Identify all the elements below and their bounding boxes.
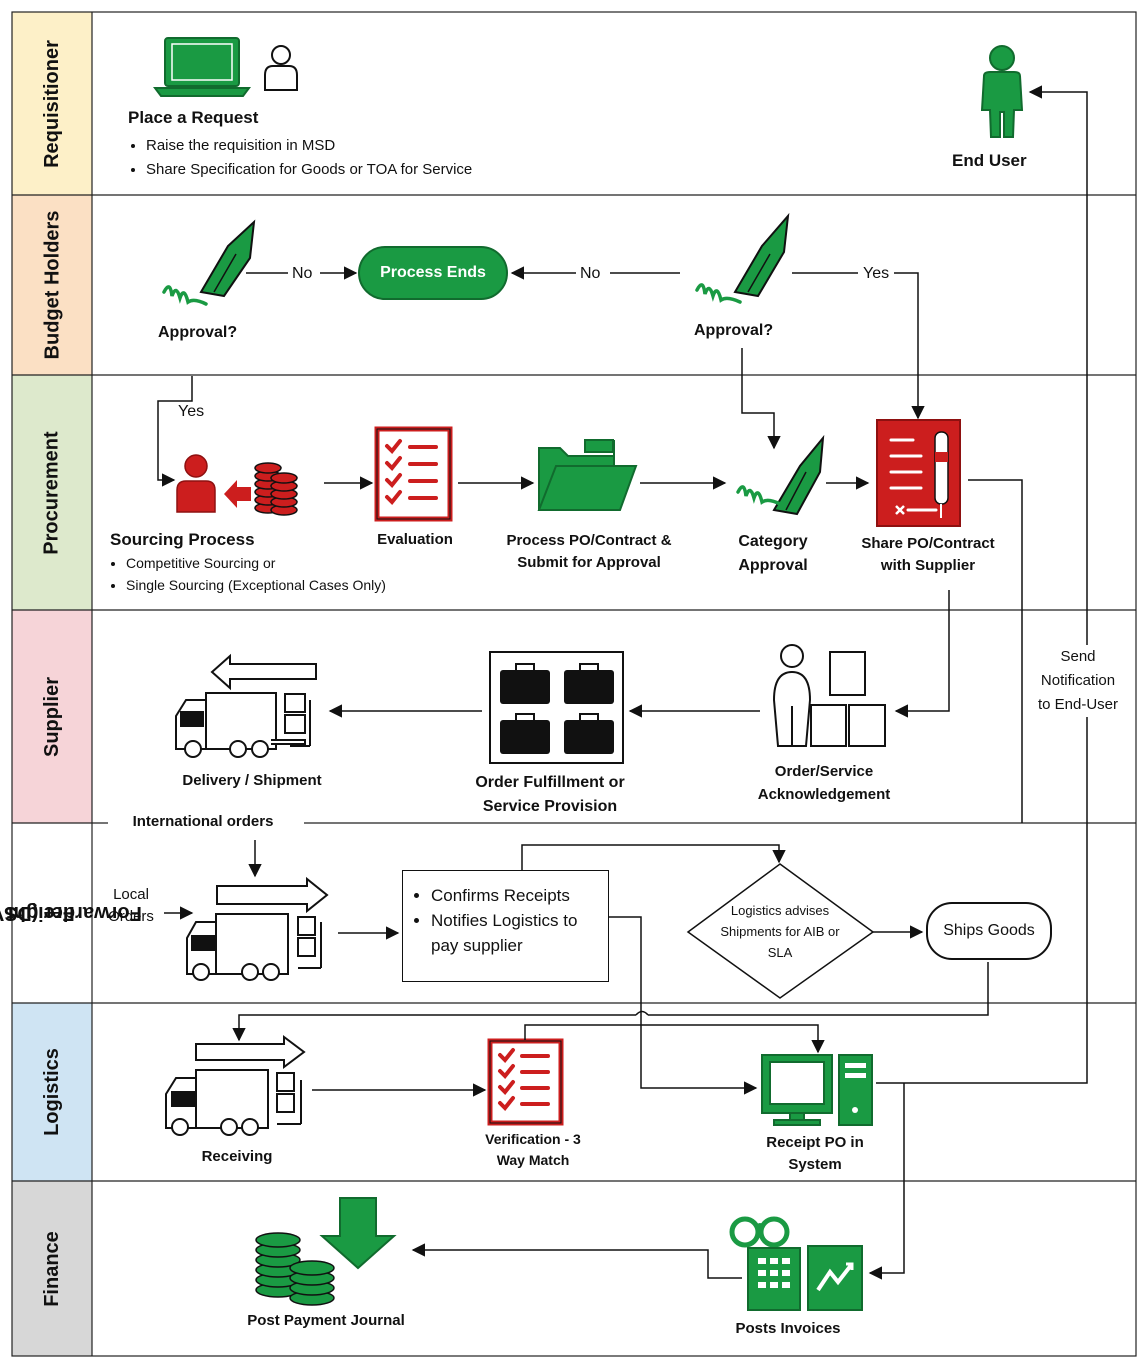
laptop-icon [153, 37, 251, 97]
checklist-icon-verification [487, 1038, 564, 1126]
contract-document-icon [876, 419, 961, 527]
receiving-truck-icon [165, 1035, 306, 1136]
pen-signature-icon-left [162, 219, 256, 306]
international-orders-label: International orders [132, 813, 274, 830]
request-bullet-1: Raise the requisition in MSD [146, 134, 472, 158]
arrow-left-red-icon [224, 480, 251, 508]
approval-label-left: Approval? [158, 324, 238, 341]
place-request-title: Place a Request [128, 108, 259, 127]
confirms-receipts-box: Confirms Receipts Notifies Logistics to … [402, 870, 609, 982]
decision-diamond [686, 863, 875, 999]
end-user-icon [980, 45, 1024, 138]
receiving-label: Receiving [201, 1148, 273, 1165]
connectors [157, 85, 1088, 1280]
checklist-icon-evaluation [374, 426, 453, 522]
lane-label-finance: Finance [40, 1230, 63, 1307]
lane-label-logistics: Logistics [41, 1048, 64, 1136]
sourcing-bullet-2: Single Sourcing (Exceptional Cases Only) [126, 574, 386, 596]
sourcing-bullets: Competitive Sourcing or Single Sourcing … [108, 552, 386, 596]
evaluation-label: Evaluation [377, 531, 453, 548]
process-po-label: Process PO/Contract &Submit for Approval [506, 532, 672, 571]
approval-label-right: Approval? [694, 322, 774, 339]
folder-icon [537, 439, 638, 511]
no-label-right: No [580, 265, 601, 282]
delivery-truck-icon [175, 653, 317, 758]
receipts-bullet-2: Notifies Logistics to pay supplier [431, 908, 600, 958]
request-bullets: Raise the requisition in MSD Share Speci… [128, 134, 472, 182]
lane-label-procurement: Procurement [41, 430, 63, 555]
yes-label-right: Yes [863, 265, 890, 282]
ships-goods-terminal: Ships Goods [926, 902, 1052, 960]
sourcing-person-icon [176, 454, 216, 513]
sourcing-process-title: Sourcing Process [110, 530, 255, 549]
posts-invoices-label: Posts Invoices [735, 1320, 841, 1337]
computer-icon [761, 1054, 873, 1126]
person-with-boxes-icon [772, 644, 886, 747]
lane-label-budget-holders: Budget Holders [41, 210, 63, 360]
lane-label-backgrounds [12, 12, 92, 1356]
lane-label-requisitioner: Requisitioner [41, 39, 64, 168]
delivery-shipment-label: Delivery / Shipment [182, 772, 322, 789]
end-user-label: End User [952, 151, 1027, 170]
yes-label-sourcing: Yes [178, 403, 205, 420]
no-label-left: No [292, 265, 313, 282]
user-outline-icon [264, 45, 298, 91]
receipts-bullet-1: Confirms Receipts [431, 883, 600, 908]
coins-green-icon [255, 1232, 335, 1306]
lane-label-supplier: Supplier [41, 676, 64, 757]
freight-truck-icon [186, 876, 329, 981]
pen-signature-icon-category [736, 434, 825, 516]
post-payment-journal-label: Post Payment Journal [247, 1312, 405, 1329]
request-bullet-2: Share Specification for Goods or TOA for… [146, 158, 472, 182]
pen-signature-icon-right [695, 212, 790, 304]
process-ends-terminal: Process Ends [358, 246, 508, 300]
invoice-calculator-icon [729, 1216, 863, 1311]
briefcases-grid-icon [489, 651, 624, 764]
sourcing-bullet-1: Competitive Sourcing or [126, 552, 386, 574]
coins-stack-icon [254, 462, 298, 516]
download-arrow-icon [319, 1197, 397, 1270]
